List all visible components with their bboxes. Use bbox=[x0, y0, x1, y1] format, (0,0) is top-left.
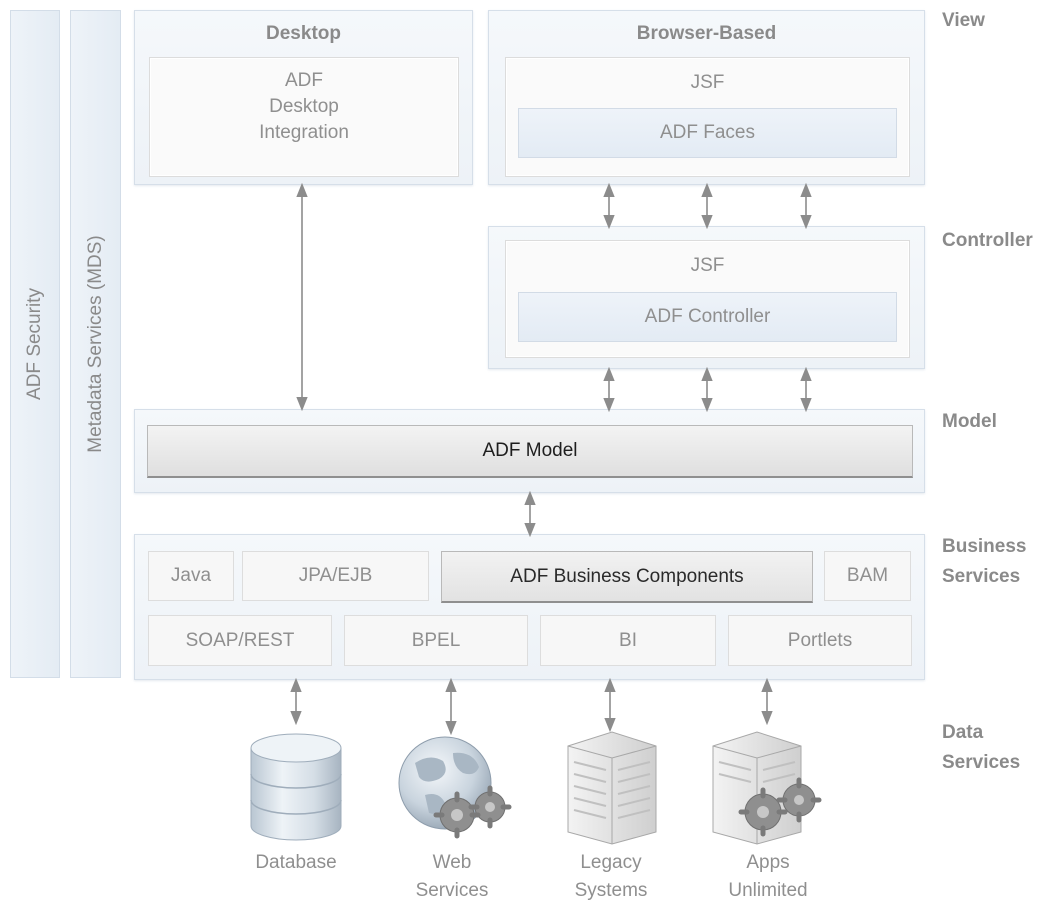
layer-label-data-line-1: Data bbox=[942, 722, 984, 743]
adf-desktop-integration-line-2: Desktop bbox=[269, 96, 339, 117]
bam-box: BAM bbox=[824, 551, 911, 601]
soap-rest-box: SOAP/REST bbox=[148, 615, 332, 666]
layer-label-model: Model bbox=[942, 411, 997, 432]
controller-panel: JSF ADF Controller bbox=[488, 226, 925, 369]
jpa-ejb-box: JPA/EJB bbox=[242, 551, 429, 601]
data-source-apps-label: Apps Unlimited bbox=[698, 849, 838, 905]
layer-label-business-line-1: Business bbox=[942, 536, 1027, 557]
layer-label-business-line-2: Services bbox=[942, 566, 1021, 587]
webservices-label-line-2: Services bbox=[415, 880, 489, 901]
controller-jsf-label: JSF bbox=[690, 255, 725, 276]
bi-box: BI bbox=[540, 615, 716, 666]
browser-based-panel: Browser-Based JSF ADF Faces bbox=[488, 10, 925, 185]
adf-desktop-integration-line-1: ADF bbox=[285, 70, 323, 91]
view-jsf-label: JSF bbox=[690, 72, 725, 93]
bpel-box: BPEL bbox=[344, 615, 528, 666]
layer-label-controller: Controller bbox=[942, 230, 1033, 251]
business-services-panel: Java JPA/EJB ADF Business Components BAM… bbox=[134, 534, 925, 680]
adf-security-bar: ADF Security bbox=[10, 10, 60, 678]
adf-faces-box: ADF Faces bbox=[518, 108, 897, 158]
adf-controller-box: ADF Controller bbox=[518, 292, 897, 342]
database-label-line-1: Database bbox=[255, 852, 337, 873]
model-panel: ADF Model bbox=[134, 409, 925, 493]
web-services-globe-icon bbox=[398, 736, 512, 839]
apps-label-line-2: Unlimited bbox=[728, 880, 808, 901]
adf-business-components-box: ADF Business Components bbox=[441, 551, 813, 603]
metadata-services-bar: Metadata Services (MDS) bbox=[70, 10, 121, 678]
adf-desktop-integration-line-3: Integration bbox=[259, 122, 349, 143]
layer-label-business: Business Services bbox=[942, 532, 1026, 592]
webservices-label-line-1: Web bbox=[432, 852, 472, 873]
data-source-legacy-label: Legacy Systems bbox=[541, 849, 681, 905]
controller-jsf-box: JSF ADF Controller bbox=[505, 240, 910, 358]
adf-model-bar: ADF Model bbox=[147, 425, 913, 478]
server-rack-icon bbox=[567, 731, 657, 845]
java-box: Java bbox=[148, 551, 234, 601]
database-icon bbox=[250, 733, 342, 841]
data-source-database-label: Database bbox=[226, 849, 366, 877]
portlets-box: Portlets bbox=[728, 615, 912, 666]
data-source-webservices-label: Web Services bbox=[382, 849, 522, 905]
legacy-label-line-2: Systems bbox=[574, 880, 648, 901]
layer-label-data: Data Services bbox=[942, 718, 1020, 778]
adf-desktop-integration-box: ADF Desktop Integration bbox=[149, 57, 459, 177]
browser-based-title: Browser-Based bbox=[636, 23, 777, 44]
view-jsf-box: JSF ADF Faces bbox=[505, 57, 910, 177]
layer-label-view: View bbox=[942, 10, 985, 31]
desktop-title: Desktop bbox=[266, 23, 341, 44]
legacy-label-line-1: Legacy bbox=[580, 852, 642, 873]
layer-label-data-line-2: Services bbox=[942, 752, 1021, 773]
apps-label-line-1: Apps bbox=[746, 852, 790, 873]
apps-server-gears-icon bbox=[712, 731, 822, 845]
